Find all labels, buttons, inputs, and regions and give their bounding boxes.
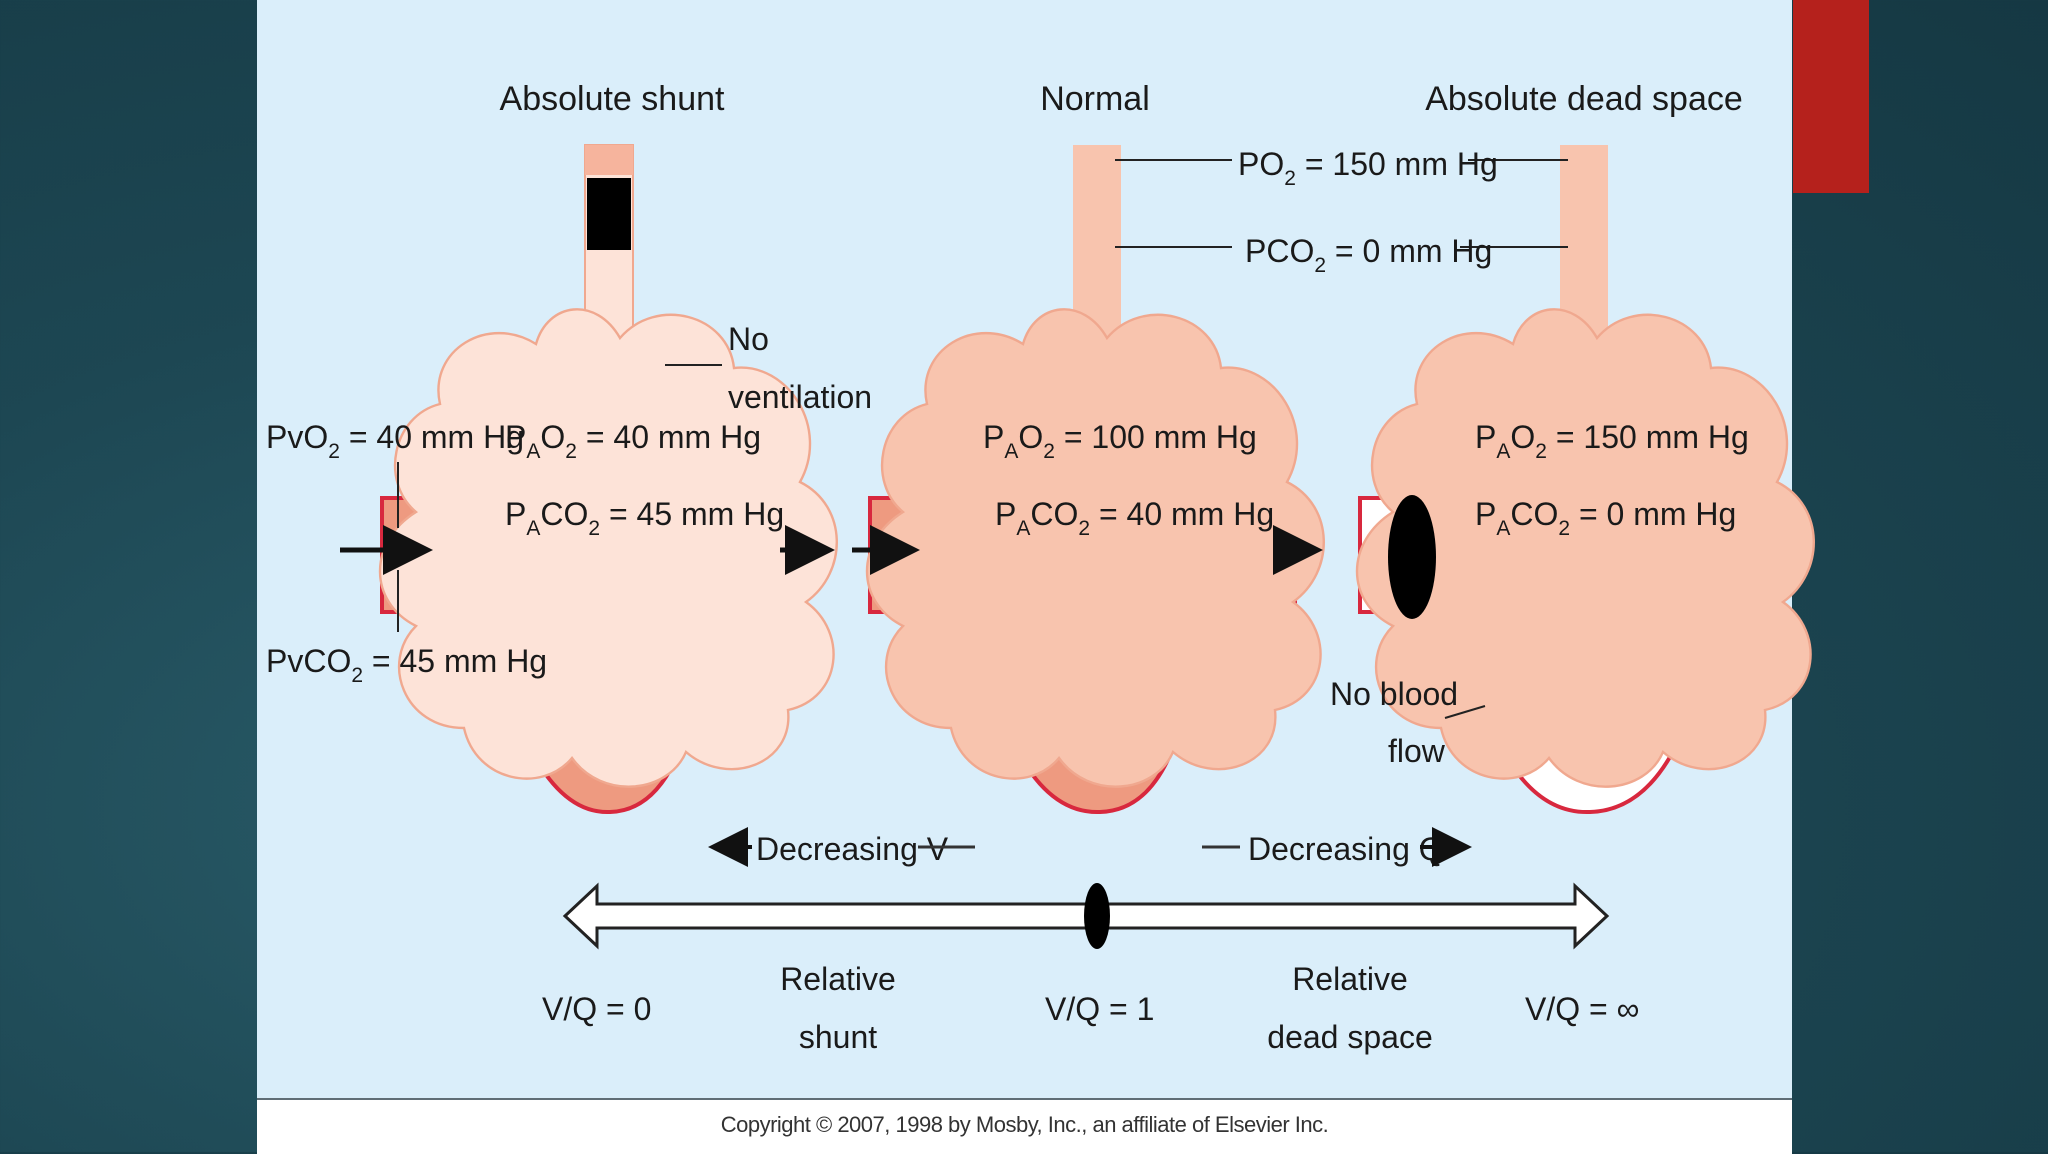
heading-normal: Normal [1040,80,1150,118]
shunt-airway-cap [585,145,633,175]
decreasing-q-label: Decreasing Q [1248,831,1444,867]
heading-absolute-dead-space: Absolute dead space [1425,80,1743,118]
no-blood-flow-leader [1444,705,1486,719]
venous-labels: PvO2 = 40 mm Hg PvCO2 = 45 mm Hg [266,419,547,687]
copyright-text: Copyright © 2007, 1998 by Mosby, Inc., a… [720,1112,1329,1137]
heading-absolute-shunt: Absolute shunt [500,80,725,118]
vq-zero-label: V/Q = 0 [542,991,651,1027]
dead-space-pao2-label: PAO2 = 150 mm Hg [1475,419,1749,463]
normal-paco2-label: PACO2 = 40 mm Hg [995,496,1274,540]
decreasing-v-label: Decreasing V [756,831,949,867]
accent-tab [1793,0,1869,193]
no-blood-flow-line2: flow [1388,733,1446,769]
airway-obstruction [587,178,631,250]
normal-unit [865,145,1325,815]
shunt-pao2-label: PAO2 = 40 mm Hg [505,419,761,463]
normal-pao2-label: PAO2 = 100 mm Hg [983,419,1257,463]
pco2-label: PCO2 = 0 mm Hg [1245,233,1492,277]
vessel-obstruction [1388,495,1436,619]
vq-scale: Decreasing V Decreasing Q V/Q = 0 V/Q = … [542,827,1639,1055]
relative-shunt-line1: Relative [780,961,896,997]
airway-labels: PO2 = 150 mm Hg PCO2 = 0 mm Hg [1115,146,1568,277]
normal-airway [1073,145,1121,345]
relative-shunt-line2: shunt [799,1019,877,1055]
no-blood-flow-line1: No blood [1330,676,1458,712]
po2-label: PO2 = 150 mm Hg [1238,146,1498,190]
no-ventilation-line1: No [728,321,769,357]
relative-dead-space-line1: Relative [1292,961,1408,997]
pvco2-label: PvCO2 = 45 mm Hg [266,643,547,687]
dead-space-paco2-label: PACO2 = 0 mm Hg [1475,496,1736,540]
copyright-footer: Copyright © 2007, 1998 by Mosby, Inc., a… [257,1098,1792,1154]
no-ventilation-line2: ventilation [728,379,872,415]
absolute-shunt-unit [378,144,838,815]
normal-alveolus [865,308,1325,788]
dead-space-labels: PAO2 = 150 mm Hg PACO2 = 0 mm Hg No bloo… [1330,419,1749,769]
dead-space-unit [1355,145,1815,815]
shunt-labels: No ventilation PAO2 = 40 mm Hg PACO2 = 4… [505,321,872,540]
pvo2-label: PvO2 = 40 mm Hg [266,419,524,463]
shunt-paco2-label: PACO2 = 45 mm Hg [505,496,784,540]
vq-one-label: V/Q = 1 [1045,991,1154,1027]
vq-infinity-label: V/Q = ∞ [1525,991,1639,1027]
normal-labels: PAO2 = 100 mm Hg PACO2 = 40 mm Hg [983,419,1274,540]
vq-balance-marker [1084,883,1110,949]
relative-dead-space-line2: dead space [1267,1019,1432,1055]
